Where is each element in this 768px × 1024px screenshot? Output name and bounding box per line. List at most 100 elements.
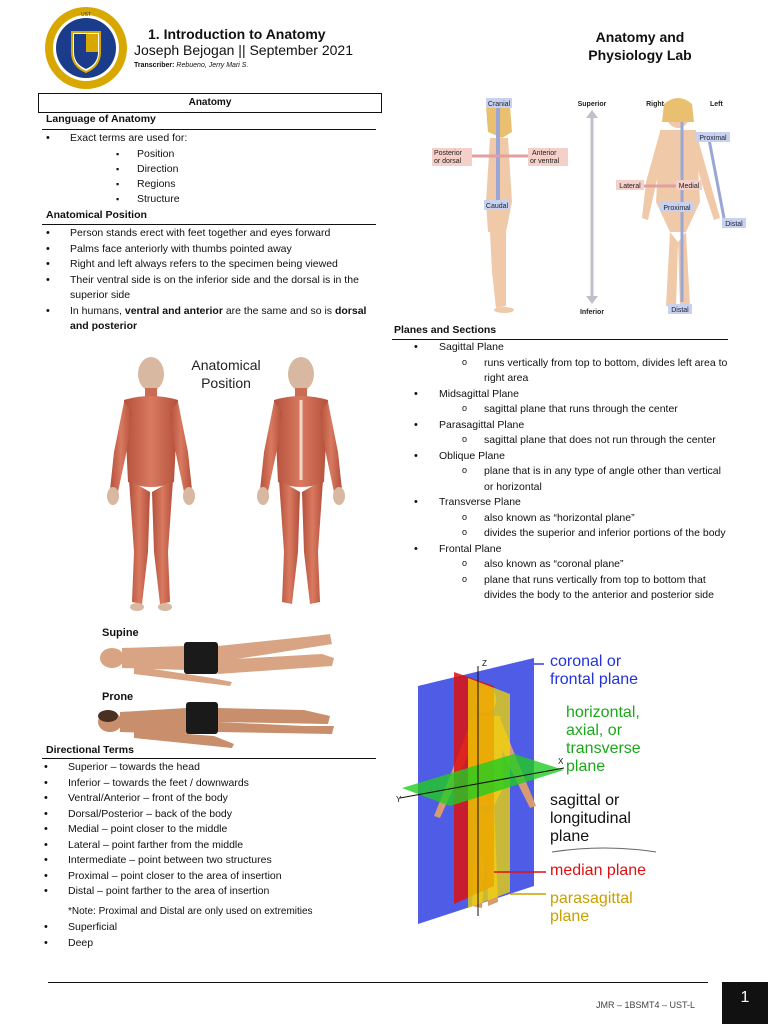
list-item: Intermediate – point between two structu… xyxy=(22,853,378,869)
plane-item-transverse: Transverse Plane also known as “horizont… xyxy=(392,495,732,542)
plane-details: sagittal plane that does not run through… xyxy=(439,432,732,449)
extremities-note: *Note: Proximal and Distal are only used… xyxy=(68,906,313,917)
supine-body xyxy=(100,634,334,686)
plane-name: Midsagittal Plane xyxy=(439,387,519,400)
sagittal-plane-label: sagittal or longitudinal plane xyxy=(550,792,631,846)
plane-item-oblique: Oblique Plane plane that is in any type … xyxy=(392,449,732,496)
directional-terms-list: Superior – towards the head Inferior – t… xyxy=(22,760,378,900)
list-item: Dorsal/Posterior – back of the body xyxy=(22,807,378,823)
depth-terms-list: Superficial Deep xyxy=(22,920,322,951)
list-item: Exact terms are used for: xyxy=(24,131,374,147)
text-run: are the same and so is xyxy=(222,304,335,317)
right-label: Right xyxy=(646,101,665,108)
distal-side-label: Distal xyxy=(725,221,743,228)
plane-item-sagittal: Sagittal Plane runs vertically from top … xyxy=(392,340,732,387)
list-item: Inferior – towards the feet / downwards xyxy=(22,776,378,792)
left-label: Left xyxy=(710,101,724,108)
label-line: coronal or xyxy=(550,653,622,670)
list-item: Structure xyxy=(38,192,338,207)
figure-title-line-1: Anatomical xyxy=(191,357,260,373)
prone-label: Prone xyxy=(102,691,133,703)
y-axis-label: Y xyxy=(396,795,402,804)
anterior-muscle-figure xyxy=(107,357,195,611)
plane-details: plane that is in any type of angle other… xyxy=(439,463,732,495)
x-axis-label: X xyxy=(558,757,564,766)
transcriber-name: Rebueno, Jerry Mari S. xyxy=(176,62,249,69)
horizontal-plane xyxy=(402,754,564,806)
label-box xyxy=(486,98,512,108)
proximal-top-label: Proximal xyxy=(699,135,727,142)
label-line: sagittal or xyxy=(550,792,620,809)
plane-details: runs vertically from top to bottom, divi… xyxy=(439,355,732,387)
label-box xyxy=(528,148,568,166)
prone-body xyxy=(98,702,334,748)
label-box xyxy=(432,148,472,166)
anatomy-box-heading: Anatomy xyxy=(38,93,382,113)
language-heading: Language of Anatomy xyxy=(46,113,156,125)
anatomical-position-list: Person stands erect with feet together a… xyxy=(24,226,376,335)
label-box xyxy=(676,180,702,190)
svg-text:UST: UST xyxy=(81,12,91,18)
course-title: Anatomy and Physiology Lab xyxy=(560,28,720,64)
label-line: plane xyxy=(566,758,606,775)
plane-name: Transverse Plane xyxy=(439,496,521,508)
plane-name: Sagittal Plane xyxy=(439,341,504,353)
plane-item-parasagittal: Parasagittal Plane sagittal plane that d… xyxy=(392,418,732,449)
body-planes-figure: Z Y X xyxy=(396,658,657,924)
plane-detail: runs vertically from top to bottom, divi… xyxy=(439,355,732,387)
list-item: Position xyxy=(38,147,338,162)
footer-text: JMR – 1BSMT4 – UST-L xyxy=(596,1000,696,1010)
list-item: Ventral/Anterior – front of the body xyxy=(22,791,378,807)
plane-name: Parasagittal Plane xyxy=(439,418,525,431)
distal-bottom-label: Distal xyxy=(671,307,689,314)
document-title: 1. Introduction to Anatomy xyxy=(148,26,326,42)
course-line-1: Anatomy and xyxy=(595,29,685,45)
planes-list: Sagittal Plane runs vertically from top … xyxy=(392,340,732,604)
plane-item-midsagittal: Midsagittal Plane sagittal plane that ru… xyxy=(392,387,732,418)
label-line: plane xyxy=(550,828,590,845)
plane-detail: divides the superior and inferior portio… xyxy=(439,525,732,542)
label-box xyxy=(668,304,692,314)
plane-details: also known as “horizontal plane”divides … xyxy=(439,510,732,542)
directional-terms-heading: Directional Terms xyxy=(46,744,134,756)
list-item: Superficial xyxy=(22,920,322,936)
author-date-line: Joseph Bejogan || September 2021 xyxy=(134,42,353,58)
label-line: horizontal, xyxy=(566,704,640,721)
list-item: Their ventral side is on the inferior si… xyxy=(24,273,376,304)
plane-detail: also known as “horizontal plane” xyxy=(439,510,732,527)
proximal-distal-axis xyxy=(706,133,726,219)
z-axis-label: Z xyxy=(482,659,487,668)
label-box xyxy=(484,200,510,210)
plane-detail: plane that is in any type of angle other… xyxy=(439,463,732,495)
label-line: axial, or xyxy=(566,722,623,739)
transcriber-line: Transcriber: Rebueno, Jerry Mari S. xyxy=(134,62,248,69)
plane-name: Oblique Plane xyxy=(439,449,505,462)
plane-name: Frontal Plane xyxy=(439,542,502,555)
list-item: Regions xyxy=(38,177,338,192)
anterior-label-2: or ventral xyxy=(530,158,560,165)
text-run: In humans, xyxy=(70,304,125,317)
list-item: Deep xyxy=(22,936,322,952)
list-item: In humans, ventral and anterior are the … xyxy=(24,304,376,335)
cranial-label: Cranial xyxy=(488,101,511,108)
course-line-2: Physiology Lab xyxy=(588,47,692,63)
bold-run: dorsal and posterior xyxy=(70,304,367,333)
list-item: Lateral – point farther from the middle xyxy=(22,838,378,854)
page-number: 1 xyxy=(722,982,768,1024)
parasagittal-plane-label: parasagittal plane xyxy=(550,890,633,926)
posterior-label-2: or dorsal xyxy=(434,158,462,165)
footer-rule xyxy=(48,982,708,983)
proximal-mid-label: Proximal xyxy=(663,205,691,212)
coronal-plane-label: coronal or frontal plane xyxy=(550,653,638,689)
plane-detail: sagittal plane that does not run through… xyxy=(439,432,732,449)
anatomical-position-figure: Anatomical Position xyxy=(107,357,345,611)
planes-list-container: Sagittal Plane runs vertically from top … xyxy=(392,340,732,604)
medial-label: Medial xyxy=(679,183,700,190)
label-box xyxy=(696,132,730,142)
plane-detail: sagittal plane that runs through the cen… xyxy=(439,401,732,418)
list-item: Distal – point farther to the area of in… xyxy=(22,884,378,900)
planes-heading: Planes and Sections xyxy=(394,324,497,336)
transcriber-label: Transcriber: xyxy=(134,62,175,69)
label-line: parasagittal xyxy=(550,890,633,907)
anatomical-position-heading: Anatomical Position xyxy=(46,209,147,221)
